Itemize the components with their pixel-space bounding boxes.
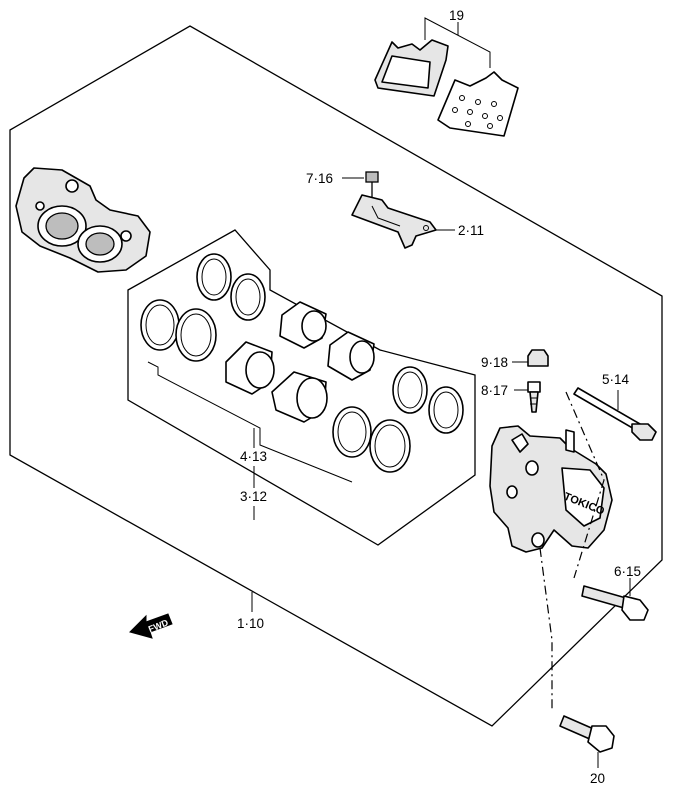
caliper-half xyxy=(15,167,151,273)
callout-6-15: 6·15 xyxy=(614,564,641,579)
caliper-body: TOKICO xyxy=(489,425,613,553)
assembly-frame xyxy=(9,25,663,727)
pad-pin-long xyxy=(573,387,657,441)
svg-text:FWD: FWD xyxy=(147,617,170,634)
dashline-pin xyxy=(565,391,605,579)
brake-pad-group xyxy=(374,17,519,137)
seal-rings-left xyxy=(140,253,266,362)
seal-kit-inner-line xyxy=(147,361,353,483)
dashline-bolt xyxy=(539,547,553,710)
forward-arrow-icon: FWD xyxy=(129,613,173,639)
pistons xyxy=(225,301,375,423)
callout-2-11: 2·11 xyxy=(458,223,484,238)
pad-spring xyxy=(351,194,437,249)
bleeder-cap xyxy=(527,349,549,367)
seal-kit-frame xyxy=(127,229,476,546)
seal-rings-right xyxy=(332,366,464,473)
pad-friction-holes xyxy=(452,95,503,129)
pin-bolt xyxy=(581,585,649,621)
mount-bolt xyxy=(559,715,615,753)
callout-1-10: 1·10 xyxy=(237,616,264,631)
callout-7-16: 7·16 xyxy=(306,171,333,186)
callout-5-14: 5·14 xyxy=(602,372,630,387)
bleeder-valve xyxy=(527,381,541,413)
callout-3-12: 3·12 xyxy=(240,489,267,504)
callout-19: 19 xyxy=(449,8,464,23)
callout-20: 20 xyxy=(590,771,605,786)
callout-8-17: 8·17 xyxy=(481,383,508,398)
screw-top xyxy=(365,171,379,198)
callout-4-13: 4·13 xyxy=(240,449,267,464)
callout-9-18: 9·18 xyxy=(481,355,508,370)
